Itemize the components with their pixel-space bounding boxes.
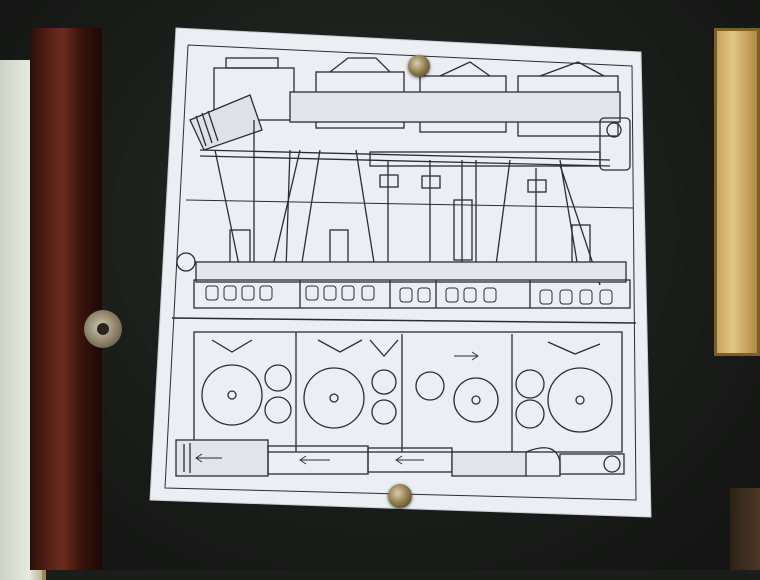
pushpin-icon (408, 55, 430, 77)
right-gold-frame (714, 28, 760, 356)
engine-elevation-view (164, 44, 637, 501)
engine-plan-view (175, 331, 625, 477)
frame-hanger-icon (84, 310, 122, 348)
left-picture-frame (0, 28, 122, 580)
lower-right-frame (730, 488, 760, 570)
pushpin-icon (388, 484, 412, 508)
left-frame-moulding (30, 28, 102, 570)
